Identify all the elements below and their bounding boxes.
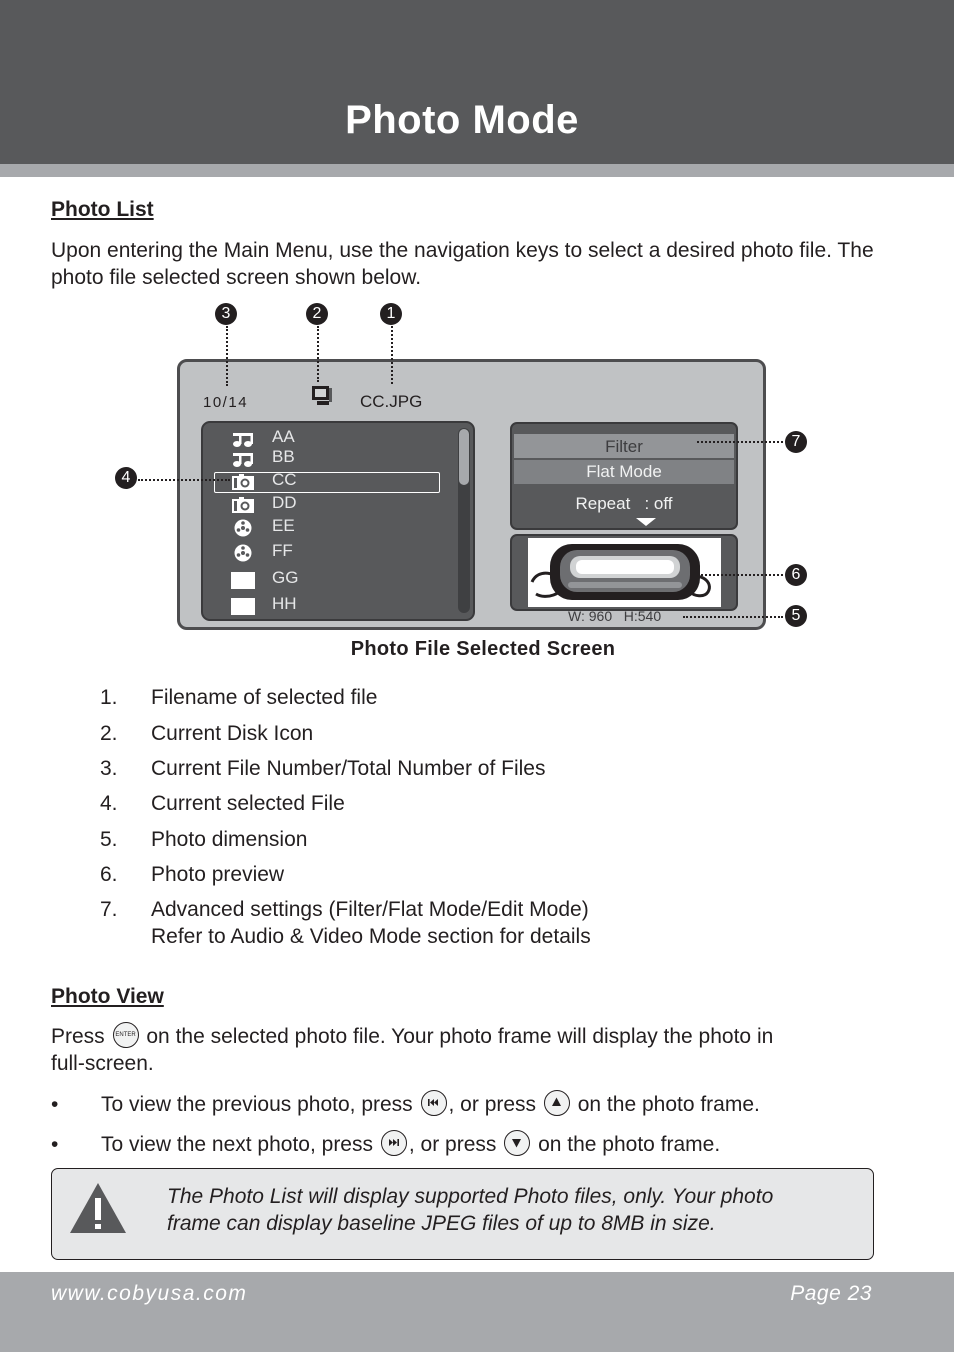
file-list-item[interactable]: FF — [203, 541, 453, 565]
figure-caption: Photo File Selected Screen — [350, 638, 616, 660]
setting-repeat[interactable]: Repeat : off — [575, 494, 673, 513]
folder-icon — [231, 597, 255, 615]
page-number: Page 23 — [790, 1282, 872, 1305]
file-list-item[interactable]: GG — [203, 568, 453, 592]
note-text: The Photo List will display supported Ph… — [167, 1185, 774, 1235]
photo-list-heading: Photo List — [51, 198, 154, 221]
callout-4: 4 — [115, 467, 137, 489]
music-note-icon — [231, 450, 255, 468]
photo-camera-icon — [231, 496, 255, 514]
callout-7: 7 — [785, 431, 807, 453]
photo-dimension: W: 960 H:540 — [568, 608, 662, 624]
file-list-item-label: BB — [272, 447, 295, 466]
device-photo-icon — [530, 544, 711, 600]
prev-photo-instruction: To view the previous photo, press , or p… — [101, 1090, 760, 1118]
file-list-item-label: FF — [272, 541, 293, 560]
chevron-down-icon — [636, 518, 656, 526]
bullet-prev: • — [51, 1093, 59, 1116]
folder-icon — [231, 571, 255, 589]
page-header — [0, 0, 954, 164]
callout-3: 3 — [215, 303, 237, 325]
photo-preview-image — [528, 538, 721, 607]
file-list-item-label: DD — [272, 493, 297, 512]
file-list-item[interactable]: DD — [203, 493, 453, 517]
skip-back-icon — [420, 1090, 447, 1117]
file-list-item[interactable]: AA — [203, 427, 453, 451]
advanced-settings-panel: Filter Flat Mode Repeat : off — [510, 422, 738, 530]
next-photo-instruction: To view the next photo, press , or press… — [101, 1130, 720, 1158]
selected-file-highlight — [214, 472, 440, 493]
footer-url[interactable]: www.cobyusa.com — [51, 1282, 248, 1305]
callout-2: 2 — [306, 303, 328, 325]
leader-2 — [317, 326, 319, 382]
setting-filter[interactable]: Filter — [514, 434, 734, 458]
header-stripe — [0, 164, 954, 177]
leader-4 — [138, 479, 230, 481]
arrow-up-icon — [543, 1090, 570, 1117]
selected-filename: CC.JPG — [360, 392, 423, 411]
enter-button-icon: ENTER — [112, 1022, 139, 1049]
file-list-item-label: CC — [272, 470, 297, 489]
arrow-down-icon — [504, 1130, 531, 1157]
skip-forward-icon — [380, 1130, 407, 1157]
file-counter: 10/14 — [203, 394, 249, 411]
photo-view-desc-line2: full-screen. — [51, 1052, 154, 1075]
bullet-next: • — [51, 1133, 59, 1156]
leader-6 — [690, 574, 783, 576]
leader-1 — [391, 326, 393, 384]
photo-view-heading: Photo View — [51, 985, 164, 1008]
callout-5: 5 — [785, 605, 807, 627]
file-list-item-label: AA — [272, 427, 295, 446]
callout-6: 6 — [785, 564, 807, 586]
file-list-item[interactable]: BB — [203, 447, 453, 471]
page-title: Photo Mode — [345, 98, 579, 142]
file-list-item[interactable]: EE — [203, 516, 453, 540]
file-list-item[interactable]: HH — [203, 594, 453, 618]
photo-preview-panel — [510, 534, 738, 611]
page-footer: www.cobyusa.com Page 23 — [0, 1272, 954, 1352]
file-list-item-label: GG — [272, 568, 299, 587]
leader-3 — [226, 326, 228, 386]
file-list-item-label: EE — [272, 516, 295, 535]
photo-camera-icon — [231, 473, 255, 491]
disk-icon — [312, 386, 332, 405]
leader-5 — [683, 616, 783, 618]
warning-icon — [70, 1183, 126, 1233]
callout-1: 1 — [380, 303, 402, 325]
setting-flat-mode[interactable]: Flat Mode — [514, 460, 734, 484]
music-note-icon — [231, 430, 255, 448]
photo-view-desc: Press ENTER on the selected photo file. … — [51, 1022, 881, 1050]
file-list-item[interactable]: CC — [203, 470, 453, 494]
film-reel-icon — [231, 544, 255, 562]
scrollbar-thumb[interactable] — [459, 429, 469, 485]
leader-7 — [697, 441, 783, 443]
note-box: The Photo List will display supported Ph… — [51, 1168, 874, 1260]
photo-list-intro: Upon entering the Main Menu, use the nav… — [51, 239, 874, 289]
film-reel-icon — [231, 519, 255, 537]
file-list-item-label: HH — [272, 594, 297, 613]
